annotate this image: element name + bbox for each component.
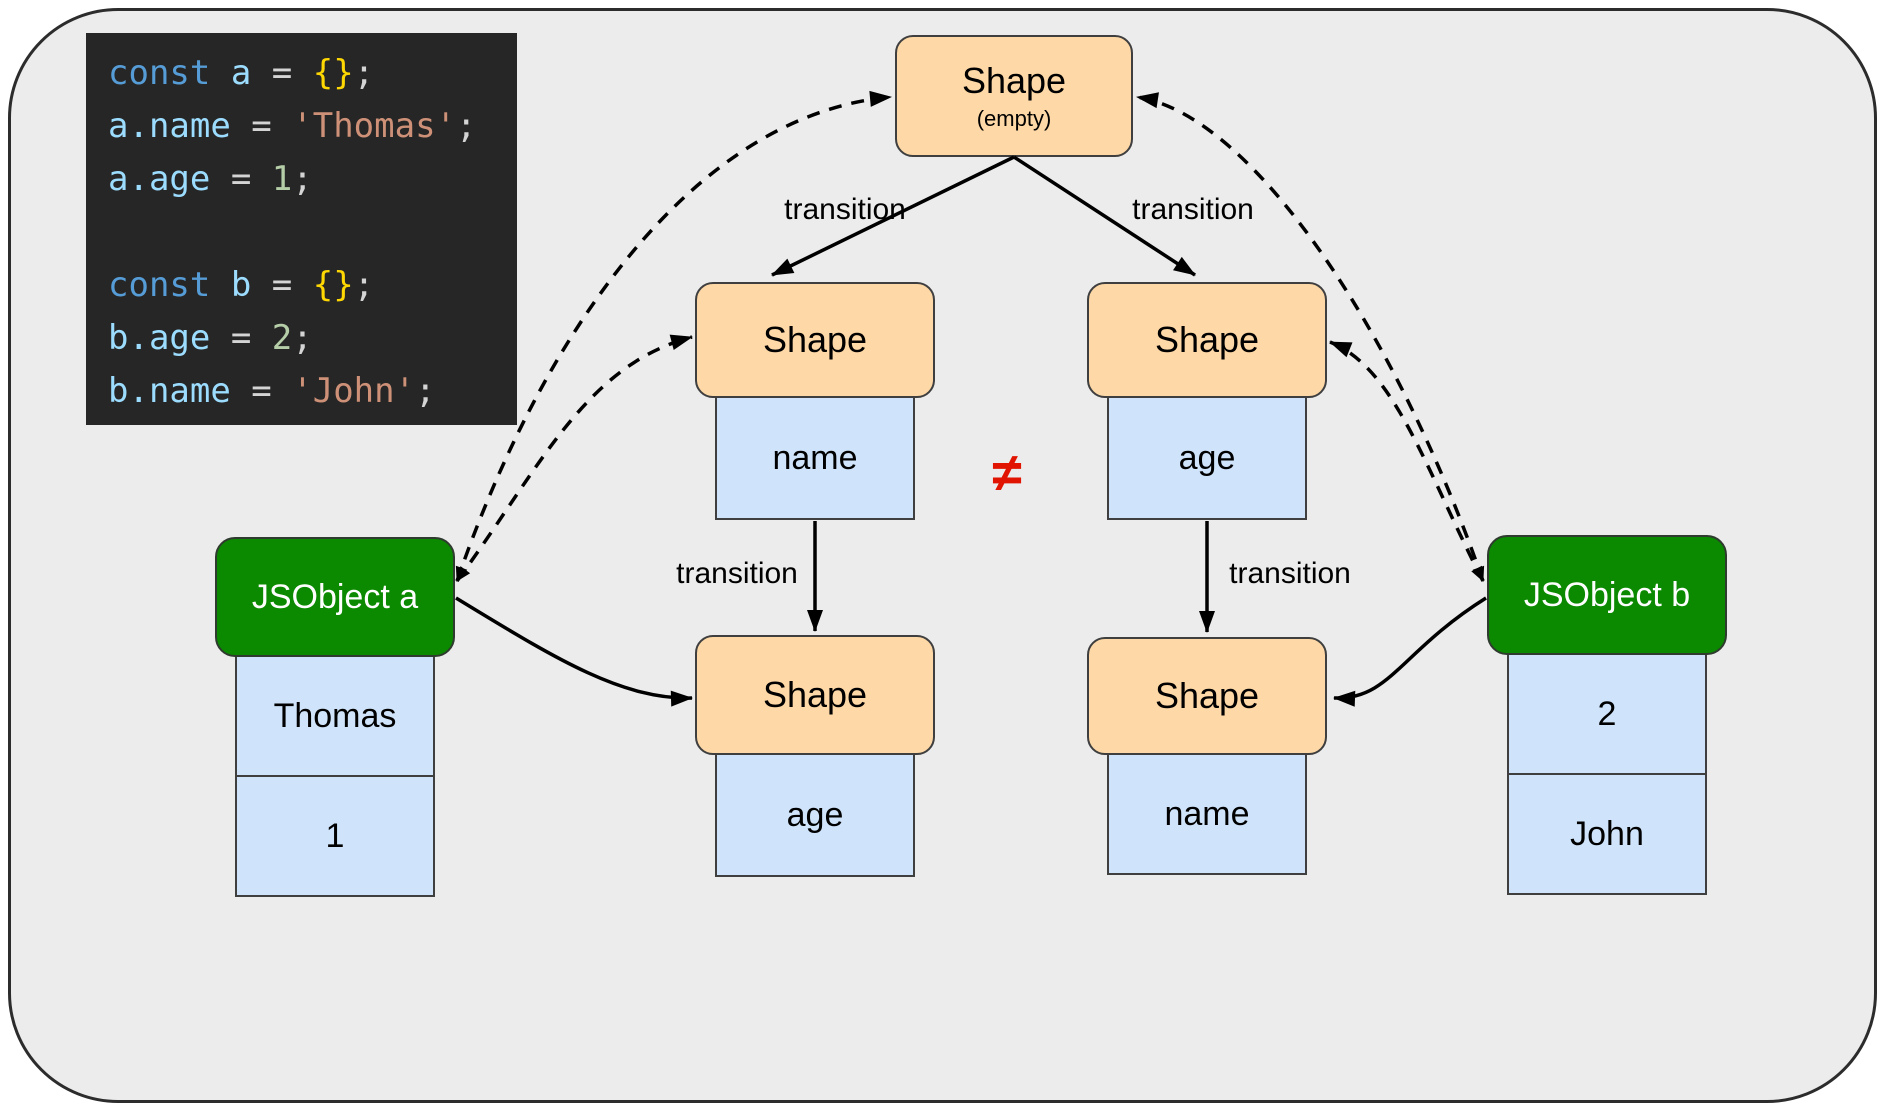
shape-node-age-mid: Shape bbox=[1087, 282, 1327, 398]
transition-label-mid-right: transition bbox=[1229, 557, 1351, 590]
shape-root-title: Shape bbox=[961, 60, 1067, 101]
shape-node-age-bottom: Shape bbox=[695, 635, 935, 755]
object-a-node: JSObject a bbox=[215, 537, 455, 657]
object-a-title: JSObject a bbox=[251, 577, 419, 616]
object-a-value-name: Thomas bbox=[235, 655, 435, 777]
shape-title: Shape bbox=[762, 319, 868, 360]
shape-node-name-mid: Shape bbox=[695, 282, 935, 398]
object-b-title: JSObject b bbox=[1523, 575, 1691, 614]
transition-label-top-left: transition bbox=[784, 193, 906, 226]
object-a-value-age: 1 bbox=[235, 775, 435, 897]
not-equal-symbol: ≠ bbox=[992, 443, 1022, 503]
property-cell-age-mid: age bbox=[1107, 396, 1307, 520]
shape-node-name-bottom: Shape bbox=[1087, 637, 1327, 755]
property-cell-age-bottom: age bbox=[715, 753, 915, 877]
object-b-value-age: 2 bbox=[1507, 653, 1707, 775]
transition-label-mid-left: transition bbox=[676, 557, 798, 590]
property-cell-name-mid: name bbox=[715, 396, 915, 520]
transition-label-top-right: transition bbox=[1132, 193, 1254, 226]
code-lines: const a = {};a.name = 'Thomas';a.age = 1… bbox=[108, 53, 477, 411]
code-block: const a = {};a.name = 'Thomas';a.age = 1… bbox=[86, 33, 517, 425]
shape-title: Shape bbox=[1154, 319, 1260, 360]
property-cell-name-bottom: name bbox=[1107, 753, 1307, 875]
object-b-node: JSObject b bbox=[1487, 535, 1727, 655]
object-b-value-name: John bbox=[1507, 773, 1707, 895]
shape-title: Shape bbox=[762, 674, 868, 715]
shape-root-subtitle: (empty) bbox=[976, 106, 1052, 131]
shape-title: Shape bbox=[1154, 675, 1260, 716]
shape-node-root: Shape (empty) bbox=[895, 35, 1133, 157]
